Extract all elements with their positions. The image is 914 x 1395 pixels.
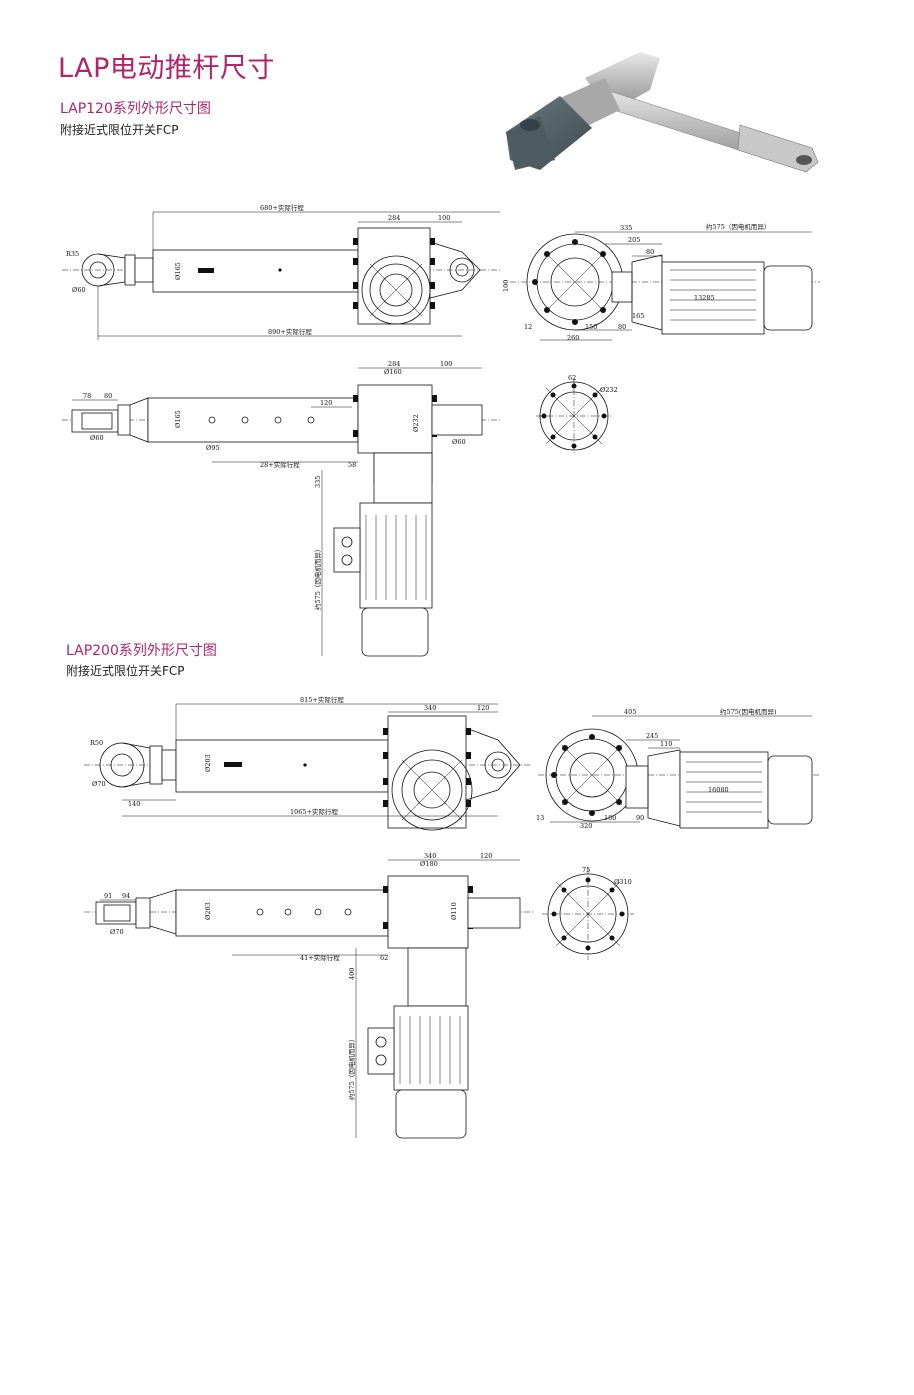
svg-text:16080: 16080 bbox=[708, 786, 729, 794]
svg-text:约575（因电机而异）: 约575（因电机而异） bbox=[347, 1036, 356, 1100]
svg-text:140: 140 bbox=[128, 800, 140, 808]
svg-text:Ø70: Ø70 bbox=[92, 780, 106, 788]
svg-text:120: 120 bbox=[480, 852, 492, 860]
svg-text:335: 335 bbox=[620, 224, 632, 232]
lap120-side-view: 680+实际行程 890+实际行程 284 100 R35 Ø60 Ø165 bbox=[62, 203, 500, 340]
svg-text:Ø70: Ø70 bbox=[110, 928, 124, 936]
lap200-flange-view: 75 Ø310 bbox=[542, 866, 634, 960]
svg-text:Ø60: Ø60 bbox=[72, 286, 86, 294]
svg-text:80: 80 bbox=[618, 323, 626, 331]
svg-text:75: 75 bbox=[582, 866, 590, 874]
section-120-title: LAP120系列外形尺寸图 bbox=[60, 101, 211, 117]
lap120-overall-top-dim: 680+实际行程 bbox=[260, 203, 304, 212]
svg-text:Ø165: Ø165 bbox=[174, 262, 182, 280]
page-title: LAP电动推杆尺寸 bbox=[58, 53, 275, 84]
svg-text:78: 78 bbox=[83, 392, 91, 400]
svg-text:12: 12 bbox=[524, 323, 532, 331]
lap120-end-motor-view: 335 205 80 约575（因电机而异） 150 260 12 165 80… bbox=[502, 222, 820, 342]
svg-text:R50: R50 bbox=[90, 739, 103, 747]
svg-text:13285: 13285 bbox=[694, 294, 715, 302]
svg-text:340: 340 bbox=[424, 852, 436, 860]
svg-text:110: 110 bbox=[660, 740, 672, 748]
svg-text:Ø160: Ø160 bbox=[384, 368, 402, 376]
lap200-end-motor-view: 405 约575(因电机而异) 245 110 180 90 320 13 16… bbox=[536, 707, 820, 830]
lap120-plan-view: 284 100 Ø160 120 28+实际行程 58 78 80 Ø165 Ø… bbox=[62, 360, 500, 657]
svg-text:13: 13 bbox=[536, 814, 544, 822]
svg-text:405: 405 bbox=[624, 708, 636, 716]
lap120-overall-bottom-dim: 890+实际行程 bbox=[268, 327, 312, 336]
svg-text:Ø232: Ø232 bbox=[412, 414, 420, 432]
svg-text:80: 80 bbox=[104, 392, 112, 400]
svg-text:62: 62 bbox=[568, 374, 576, 382]
svg-text:284: 284 bbox=[388, 360, 400, 368]
svg-text:100: 100 bbox=[440, 360, 452, 368]
section-200-title: LAP200系列外形尺寸图 bbox=[66, 643, 217, 659]
svg-text:284: 284 bbox=[388, 214, 400, 222]
svg-text:120: 120 bbox=[477, 704, 489, 712]
svg-text:400: 400 bbox=[348, 968, 356, 980]
svg-text:150: 150 bbox=[585, 323, 597, 331]
svg-text:245: 245 bbox=[646, 732, 658, 740]
lap200-motor-length: 约575(因电机而异) bbox=[720, 707, 777, 716]
svg-text:205: 205 bbox=[628, 236, 640, 244]
lap200-side-view: 815+实际行程 1065+实际行程 340 120 140 R50 Ø70 Ø… bbox=[84, 695, 530, 831]
svg-text:340: 340 bbox=[424, 704, 436, 712]
svg-text:Ø60: Ø60 bbox=[452, 438, 466, 446]
svg-text:58: 58 bbox=[348, 461, 356, 469]
actuator-photo bbox=[506, 52, 819, 173]
svg-text:R35: R35 bbox=[66, 250, 79, 258]
svg-text:Ø203: Ø203 bbox=[204, 754, 212, 772]
lap120-stroke-dim: 28+实际行程 bbox=[260, 460, 300, 469]
svg-text:100: 100 bbox=[438, 214, 450, 222]
svg-text:320: 320 bbox=[580, 822, 592, 830]
lap200-overall-top-dim: 815+实际行程 bbox=[300, 695, 344, 704]
svg-text:94: 94 bbox=[122, 892, 130, 900]
lap200-stroke-dim: 41+实际行程 bbox=[300, 953, 340, 962]
section-120-subtitle: 附接近式限位开关FCP bbox=[60, 123, 179, 137]
svg-text:335: 335 bbox=[314, 476, 322, 488]
svg-text:100: 100 bbox=[502, 280, 510, 292]
svg-text:91: 91 bbox=[104, 892, 112, 900]
svg-text:62: 62 bbox=[380, 954, 388, 962]
svg-text:80: 80 bbox=[646, 248, 654, 256]
svg-text:Ø203: Ø203 bbox=[204, 902, 212, 920]
section-200-subtitle: 附接近式限位开关FCP bbox=[66, 664, 185, 678]
svg-text:Ø165: Ø165 bbox=[174, 410, 182, 428]
svg-text:260: 260 bbox=[567, 334, 579, 342]
svg-text:Ø60: Ø60 bbox=[90, 434, 104, 442]
svg-text:120: 120 bbox=[320, 399, 332, 407]
lap120-motor-length: 约575（因电机而异） bbox=[706, 222, 770, 231]
svg-text:Ø232: Ø232 bbox=[600, 386, 618, 394]
svg-text:180: 180 bbox=[604, 814, 616, 822]
svg-text:Ø95: Ø95 bbox=[206, 444, 220, 452]
svg-text:Ø310: Ø310 bbox=[614, 878, 632, 886]
svg-text:约575（因电机而异）: 约575（因电机而异） bbox=[313, 546, 322, 610]
lap120-flange-view: 62 Ø232 bbox=[536, 374, 618, 454]
svg-text:Ø180: Ø180 bbox=[420, 860, 438, 868]
lap200-plan-view: 340 120 Ø180 91 94 41+实际行程 62 Ø203 Ø110 … bbox=[84, 852, 535, 1139]
svg-text:90: 90 bbox=[636, 814, 644, 822]
svg-text:Ø110: Ø110 bbox=[450, 902, 458, 920]
svg-text:165: 165 bbox=[632, 312, 644, 320]
lap200-overall-bottom-dim: 1065+实际行程 bbox=[290, 807, 338, 816]
